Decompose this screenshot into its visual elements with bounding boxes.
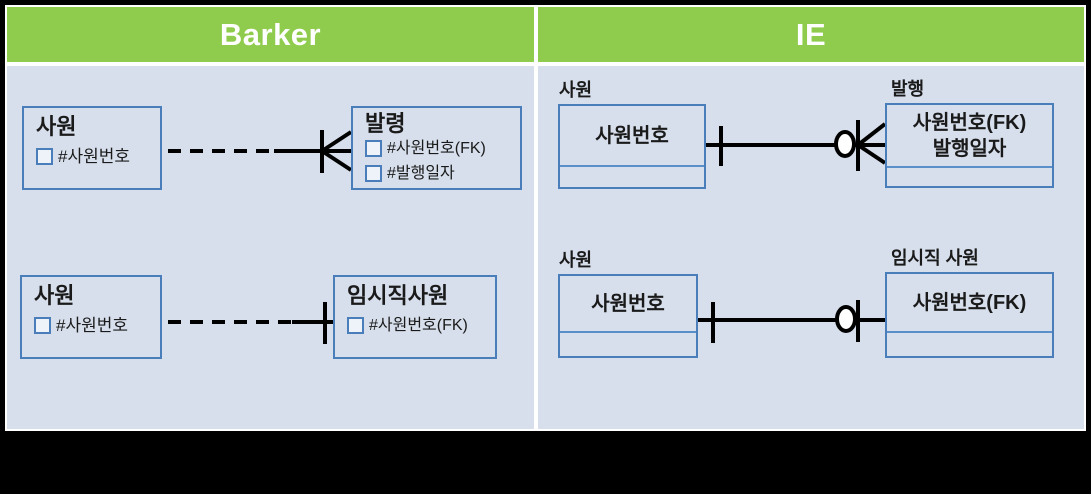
barker-entity-employee-top: 사원 #사원번호 xyxy=(22,106,162,190)
ie-panel-header: IE xyxy=(538,7,1084,62)
barker-panel-title: Barker xyxy=(219,16,322,52)
attribute-row: #사원번호 xyxy=(34,314,160,337)
ie-entity-label-employee-bottom: 사원 xyxy=(559,250,593,270)
attribute-row: #발행일자 xyxy=(365,162,520,185)
attribute-compartment-empty xyxy=(887,168,1052,186)
key-attribute: 발행일자 xyxy=(932,137,1007,160)
attribute-label: #사원번호(FK) xyxy=(369,317,468,334)
attribute-square-icon xyxy=(365,140,382,157)
key-attribute: 사원번호 xyxy=(591,292,665,315)
ie-entity-label-issue: 발행 xyxy=(891,79,925,99)
ie-panel-title: IE xyxy=(795,16,827,52)
barker-entity-employee-bottom: 사원 #사원번호 xyxy=(20,275,162,359)
ie-entity-temp-employee: 사원번호(FK) xyxy=(885,272,1054,358)
ie-entity-employee-bottom: 사원번호 xyxy=(558,274,698,358)
key-attribute: 사원번호 xyxy=(595,124,669,147)
attribute-label: #사원번호 xyxy=(56,316,129,335)
entity-title: 사원 xyxy=(34,283,75,308)
key-compartment: 사원번호(FK) 발행일자 xyxy=(887,105,1052,168)
crow-foot-icon xyxy=(856,120,887,171)
ie-top-relationship-line xyxy=(706,120,887,171)
ie-entity-label-employee-top: 사원 xyxy=(559,80,593,100)
ie-entity-label-temp-employee: 임시직 사원 xyxy=(891,248,979,268)
optional-circle-icon xyxy=(835,305,857,333)
ie-entity-employee-top: 사원번호 xyxy=(558,104,706,189)
attribute-row: #사원번호 xyxy=(36,145,160,168)
key-compartment: 사원번호 xyxy=(560,276,696,333)
attribute-compartment-empty xyxy=(887,333,1052,356)
entity-title: 발령 xyxy=(365,111,406,136)
attribute-row: #사원번호(FK) xyxy=(347,314,495,337)
crow-foot-icon xyxy=(320,130,353,173)
key-compartment: 사원번호(FK) xyxy=(887,274,1052,333)
barker-bottom-relationship-line xyxy=(168,302,333,344)
attribute-compartment-empty xyxy=(560,333,696,356)
attribute-row: #사원번호(FK) xyxy=(365,137,520,160)
optional-circle-icon xyxy=(834,130,856,158)
attribute-label: #사원번호(FK) xyxy=(387,140,486,157)
attribute-compartment-empty xyxy=(560,167,704,187)
key-attribute: 사원번호(FK) xyxy=(912,291,1027,314)
attribute-square-icon xyxy=(365,165,382,182)
attribute-label: #사원번호 xyxy=(58,147,131,166)
key-attribute: 사원번호(FK) xyxy=(912,111,1027,134)
attribute-square-icon xyxy=(36,148,53,165)
barker-entity-temp-employee: 임시직사원 #사원번호(FK) xyxy=(333,275,497,359)
barker-top-relationship-line xyxy=(168,130,353,173)
entity-title: 사원 xyxy=(36,114,77,139)
attribute-label: #발행일자 xyxy=(387,165,455,182)
attribute-square-icon xyxy=(347,317,364,334)
entity-title: 임시직사원 xyxy=(347,283,449,308)
barker-entity-appointment: 발령 #사원번호(FK) #발행일자 xyxy=(351,106,522,190)
key-compartment: 사원번호 xyxy=(560,106,704,167)
attribute-square-icon xyxy=(34,317,51,334)
barker-panel-header: Barker xyxy=(7,7,534,62)
ie-entity-issue: 사원번호(FK) 발행일자 xyxy=(885,103,1054,188)
ie-bottom-relationship-line xyxy=(698,300,885,343)
